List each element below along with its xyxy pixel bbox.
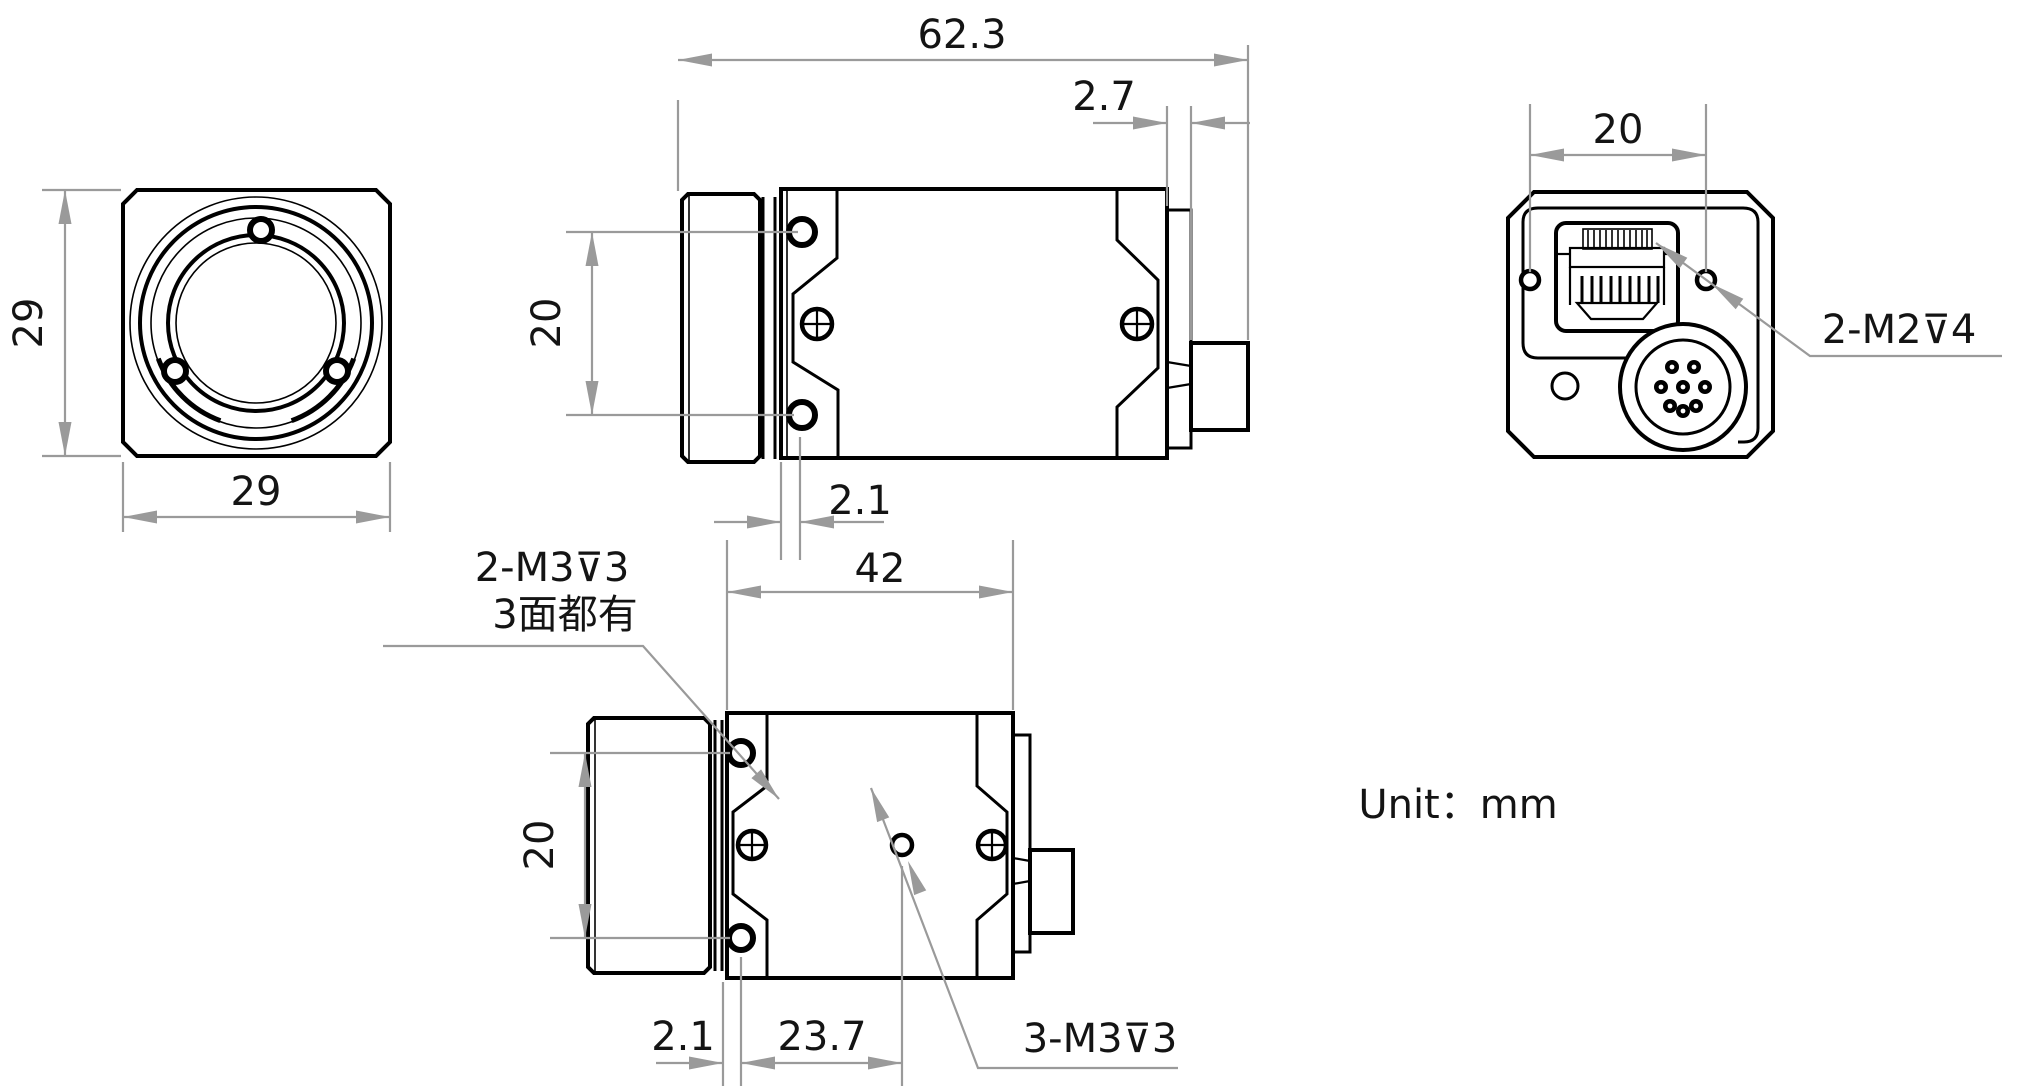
bottom-mount-hole [726, 923, 756, 953]
rear-view: 20 2-M2⊽4 [1506, 104, 2002, 459]
ethernet-port-icon [1554, 221, 1680, 333]
label-side-screws-line1: 2-M3⊽3 [475, 545, 630, 591]
bottom-mount-hole [726, 738, 756, 768]
side-hole-offset-dimension: 2.1 [714, 437, 892, 560]
rear-hole-spacing-dimension: 20 [1528, 104, 1708, 272]
m2-hole [1518, 268, 1542, 292]
dim-rear-cap: 2.7 [1072, 74, 1136, 120]
rear-screws-leader: 2-M2⊽4 [1655, 242, 2002, 358]
dim-bottom-center-hole: 23.7 [777, 1014, 866, 1060]
dim-front-height: 29 [6, 298, 52, 349]
side-hole-spacing-dimension: 20 [524, 230, 798, 417]
unit-note: Unit：mm [1358, 782, 1557, 828]
power-io-connector-icon [1618, 322, 1748, 452]
flange-hole [161, 357, 189, 385]
bottom-hole-spacing-dimension: 20 [517, 751, 730, 940]
dim-front-width: 29 [231, 469, 282, 515]
dim-side-hole-offset: 2.1 [828, 478, 892, 524]
dim-bottom-hole-offset: 2.1 [651, 1014, 715, 1060]
connector-pins [1654, 360, 1712, 418]
bottom-view: 20 2.1 23.7 2-M3⊽3 3面都有 3-M3⊽3 [383, 545, 1178, 1086]
phillips-screw-icon [799, 306, 835, 342]
dim-rear-hole-spacing: 20 [1593, 107, 1644, 153]
front-height-dimension: 29 [6, 188, 121, 458]
side-total-length-dimension: 62.3 [676, 12, 1250, 340]
dim-total-length: 62.3 [917, 12, 1006, 58]
front-view: 29 29 [6, 188, 392, 532]
dim-body-length: 42 [855, 546, 906, 592]
phillips-screw-icon [1119, 306, 1155, 342]
front-width-dimension: 29 [121, 462, 392, 532]
side-rear-cap-dimension: 2.7 [1072, 74, 1250, 340]
bottom-offset-dimensions: 2.1 23.7 [651, 866, 904, 1086]
side-screws-leader: 2-M3⊽3 3面都有 [383, 545, 780, 800]
label-side-screws-line2: 3面都有 [492, 592, 637, 638]
bottom-screws-leader: 3-M3⊽3 [869, 787, 1178, 1070]
flange-hole [247, 216, 275, 244]
label-rear-screws: 2-M2⊽4 [1822, 307, 1977, 353]
label-bottom-screws: 3-M3⊽3 [1023, 1016, 1178, 1062]
flange-hole [323, 357, 351, 385]
phillips-screw-icon [975, 828, 1009, 862]
dim-bottom-hole-spacing: 20 [517, 820, 563, 871]
side-view: 62.3 2.7 20 2.1 [524, 12, 1250, 710]
dim-side-hole-spacing: 20 [524, 298, 570, 349]
body-length-dimension: 42 [725, 540, 1015, 710]
rear-small-hole [1550, 371, 1580, 401]
phillips-screw-icon [735, 828, 769, 862]
